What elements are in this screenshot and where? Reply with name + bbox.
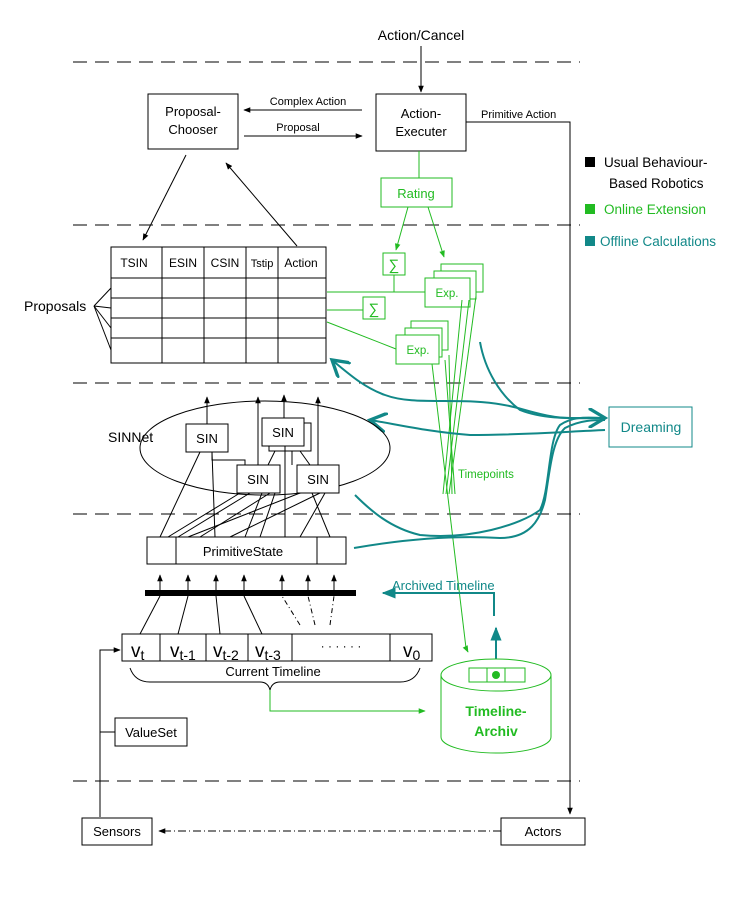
proposals-label: Proposals <box>24 298 86 314</box>
exp-stack-2: Exp. <box>395 320 449 365</box>
timeline-cell-vt-1: vt-1 <box>170 641 196 663</box>
current-timeline-label: Current Timeline <box>225 664 320 679</box>
timeline-archiv-line1: Timeline- <box>465 703 527 719</box>
sin-internal-links <box>211 450 311 466</box>
sinnet-to-dreaming-curve <box>354 416 606 537</box>
sin-box-1: SIN <box>185 423 229 453</box>
sinnet-label: SINNet <box>108 429 153 445</box>
rating-to-exp-arrow <box>427 206 445 258</box>
sum-symbol-1: ∑ <box>389 257 400 274</box>
primitive-state-label: PrimitiveState <box>203 544 283 559</box>
table-header-action: Action <box>284 256 317 270</box>
dreaming-to-table-curve <box>332 360 606 420</box>
primitive-action-arrow <box>466 121 573 815</box>
legend: Usual Behaviour- Based Robotics Online E… <box>585 155 716 249</box>
sum-symbol-2: ∑ <box>369 301 380 318</box>
current-timeline: vt vt-1 vt-2 vt-3 · · · · · · v0 <box>121 633 433 663</box>
action-executer-line2: Executer <box>395 124 447 139</box>
sum-box-2: ∑ <box>362 296 386 320</box>
timeline-cell-vt: vt <box>131 641 145 663</box>
primitive-state-to-dreaming-curve <box>353 419 606 549</box>
sinnet-ellipse <box>139 400 391 496</box>
current-to-archiv-arrow <box>269 690 426 714</box>
sin-box-3: SIN <box>236 464 281 494</box>
actors-label: Actors <box>525 824 562 839</box>
sum-box-1: ∑ <box>382 252 406 276</box>
timeline-cell-v0: v0 <box>403 641 421 663</box>
legend-swatch-teal <box>585 236 595 246</box>
proposal-chooser-line2: Chooser <box>168 122 218 137</box>
dreaming-label: Dreaming <box>621 419 682 435</box>
exp-to-dreaming-curve <box>479 341 605 418</box>
legend-label-teal: Offline Calculations <box>600 234 716 249</box>
dreaming-to-sinnet-curve <box>370 420 606 437</box>
exp-label-2: Exp. <box>406 345 429 357</box>
action-executer-line1: Action- <box>401 106 441 121</box>
sin-label-4: SIN <box>307 472 329 487</box>
proposal-chooser-box: Proposal- Chooser <box>147 93 239 150</box>
timeline-archiv-line2: Archiv <box>474 723 518 739</box>
sin-box-2: SIN <box>261 417 312 452</box>
proposals-to-chooser-arrow <box>225 162 298 247</box>
table-to-rating-lines <box>326 275 425 350</box>
sensors-box: Sensors <box>81 817 153 846</box>
exp-label-1: Exp. <box>435 288 458 300</box>
table-header-esin: ESIN <box>169 256 197 270</box>
table-header-csin: CSIN <box>211 256 240 270</box>
archived-timeline-arrow <box>381 587 495 616</box>
sin-label-2: SIN <box>272 425 294 440</box>
timeline-cell-vt-3: vt-3 <box>255 641 281 663</box>
primitive-state-box: PrimitiveState <box>146 536 347 565</box>
state-to-sin-links <box>159 446 331 538</box>
complex-action-label: Complex Action <box>270 96 346 108</box>
table-header-tsin: TSIN <box>120 256 147 270</box>
archived-timeline-label: Archived Timeline <box>392 578 495 593</box>
archiv-dot <box>492 671 500 679</box>
offline-curves <box>332 341 606 549</box>
rating-to-sum-arrow <box>394 206 409 251</box>
timeline-archiv: Timeline- Archiv <box>440 658 552 754</box>
timeline-cell-ellipsis: · · · · · · <box>321 639 362 653</box>
legend-label-black-2: Based Robotics <box>609 176 704 191</box>
dreaming-box: Dreaming <box>608 406 693 448</box>
actors-box: Actors <box>500 817 586 846</box>
rating-box: Rating <box>380 177 453 208</box>
table-header-tstip: Tstip <box>251 258 274 270</box>
proposal-arrow-label: Proposal <box>276 122 319 134</box>
sin-label-1: SIN <box>196 431 218 446</box>
legend-swatch-green <box>585 204 595 214</box>
sin-box-4: SIN <box>296 464 340 494</box>
rating-label: Rating <box>397 186 435 201</box>
legend-label-green: Online Extension <box>604 202 706 217</box>
valueset-label: ValueSet <box>125 725 177 740</box>
timepoints-to-archiv-arrow <box>462 645 469 653</box>
legend-label-black-1: Usual Behaviour- <box>604 155 708 170</box>
archived-timeline-bar <box>145 590 356 596</box>
proposals-table: TSIN ESIN CSIN Tstip Action <box>110 246 327 364</box>
sensors-to-timeline-arrow <box>99 647 121 817</box>
timeline-cell-vt-2: vt-2 <box>213 641 239 663</box>
sensors-label: Sensors <box>93 824 141 839</box>
bar-to-state-arrows <box>157 574 337 590</box>
exp-stack-1: Exp. <box>424 263 484 308</box>
timepoint-lines <box>431 295 477 649</box>
timepoints-label: Timepoints <box>458 469 514 481</box>
sin-label-3: SIN <box>247 472 269 487</box>
primitive-action-label: Primitive Action <box>481 109 556 121</box>
action-cancel-label: Action/Cancel <box>378 27 464 43</box>
proposal-chooser-line1: Proposal- <box>165 104 221 119</box>
cells-to-bar-links <box>139 595 335 635</box>
action-executer-box: Action- Executer <box>375 93 467 152</box>
chooser-to-proposals-arrow <box>142 154 187 241</box>
proposals-brace <box>93 287 112 351</box>
sin-output-arrows <box>204 394 321 465</box>
valueset-box: ValueSet <box>114 717 188 747</box>
legend-swatch-black <box>585 157 595 167</box>
